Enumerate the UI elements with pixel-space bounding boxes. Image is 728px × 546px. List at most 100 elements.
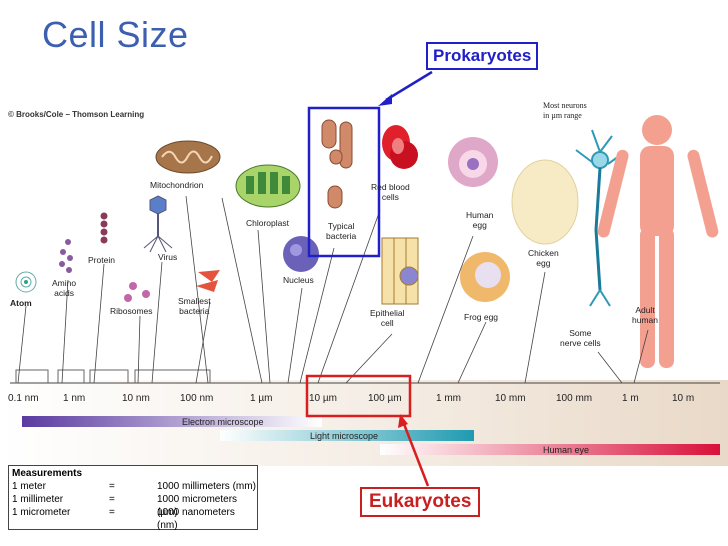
label-smallest-bacteria-line-2: bacteria <box>179 306 210 316</box>
measurements-box: Measurements 1 meter = 1000 millimeters … <box>8 465 258 531</box>
scale-tick: 100 nm <box>180 393 214 404</box>
label-epithelial-cell: Epithelial cell <box>370 308 405 328</box>
scale-tick: 10 mm <box>495 393 526 404</box>
measurement-unit: 1 micrometer <box>12 507 71 518</box>
measurement-value: 1000 millimeters (mm) <box>157 481 256 492</box>
label-typical-bacteria-line-1: Typical <box>327 221 355 231</box>
label-chicken-egg: Chicken egg <box>528 248 559 268</box>
label-mitochondrion: Mitochondrion <box>150 180 204 190</box>
electron-microscope-bar <box>22 416 322 427</box>
label-some-nerve-cells-line-2: nerve cells <box>560 338 601 348</box>
amino-acids-drawing <box>59 239 73 273</box>
light-microscope-label: Light microscope <box>310 431 379 441</box>
electron-microscope-label: Electron microscope <box>182 417 264 427</box>
label-amino-acids-line-2: acids <box>54 288 74 298</box>
measurement-value: 1000 micrometers (µm) <box>157 494 238 518</box>
prokaryotes-highlight-box <box>307 106 381 258</box>
measurement-equals: = <box>109 507 115 518</box>
measurement-unit: 1 millimeter <box>12 494 64 505</box>
chicken-egg-drawing <box>511 159 579 245</box>
label-smallest-bacteria: Smallest bacteria <box>178 296 211 316</box>
label-chloroplast: Chloroplast <box>246 218 289 228</box>
scale-tick: 1 m <box>622 393 639 404</box>
scale-tick: 100 µm <box>368 393 402 404</box>
eukaryotes-arrow <box>402 423 430 487</box>
smallest-bacteria-drawing <box>196 270 220 292</box>
label-typical-bacteria: Typical bacteria <box>326 221 356 241</box>
prokaryotes-arrow <box>385 70 433 102</box>
epithelial-cell-drawing <box>381 237 419 305</box>
prokaryotes-arrowhead <box>378 94 392 106</box>
measurement-unit: 1 meter <box>12 481 46 492</box>
measurement-equals: = <box>109 494 115 505</box>
page-title: Cell Size <box>42 14 189 55</box>
prokaryotes-callout: Prokaryotes <box>426 42 539 70</box>
label-virus: Virus <box>158 252 178 262</box>
eukaryotes-callout: Eukaryotes <box>360 487 481 517</box>
atom-drawing <box>15 271 37 293</box>
scale-tick: 0.1 nm <box>8 393 39 404</box>
label-red-blood-cells-line-1: Red blood <box>371 182 410 192</box>
label-epithelial-cell-line-2: cell <box>380 318 394 328</box>
label-adult-human-line-2: human <box>632 315 658 325</box>
label-red-blood-cells: Red blood cells <box>371 182 410 202</box>
measurement-row: 1 meter = 1000 millimeters (mm) <box>9 480 257 493</box>
scale-tick: 1 mm <box>436 393 461 404</box>
human-eye-bar <box>380 444 720 455</box>
label-smallest-bacteria-line-1: Smallest <box>178 296 211 306</box>
label-chicken-egg-line-2: egg <box>536 258 551 268</box>
human-egg-drawing <box>448 137 498 187</box>
pointer-lines <box>17 195 649 384</box>
ribosomes-drawing <box>124 282 150 302</box>
label-human-egg-line-1: Human <box>466 210 494 220</box>
label-adult-human: Adult human <box>632 305 658 325</box>
scale-tick: 1 nm <box>63 393 86 404</box>
typical-bacteria-drawing <box>321 119 353 209</box>
protein-drawing <box>100 212 108 244</box>
neuron-drawing <box>575 129 623 307</box>
light-microscope-bar <box>220 430 474 441</box>
copyright-credit: © Brooks/Cole – Thomson Learning <box>8 110 145 119</box>
label-protein: Protein <box>88 255 115 265</box>
eukaryotes-highlight-box <box>305 374 412 418</box>
frog-egg-drawing <box>460 252 510 302</box>
label-some-nerve-cells-line-1: Some <box>569 328 592 338</box>
measurement-row: 1 millimeter = 1000 micrometers (µm) <box>9 493 257 518</box>
neuron-note: Most neurons in µm range <box>543 101 587 121</box>
measurement-row: 1 micrometer = 1000 nanometers (nm) <box>9 506 257 531</box>
scale-tick: 100 mm <box>556 393 593 404</box>
label-ribosomes: Ribosomes <box>110 306 153 316</box>
label-epithelial-cell-line-1: Epithelial <box>370 308 405 318</box>
measurement-value: 1000 nanometers (nm) <box>157 507 235 531</box>
human-eye-label: Human eye <box>543 445 590 455</box>
virus-drawing <box>143 195 173 253</box>
eukaryotes-arrowhead <box>398 414 408 428</box>
label-amino-acids-line-1: Amino <box>52 278 77 288</box>
adult-human-drawing <box>597 115 719 368</box>
scale-tick: 10 µm <box>309 393 337 404</box>
label-red-blood-cells-line-2: cells <box>381 192 399 202</box>
label-atom: Atom <box>10 298 32 308</box>
scale-brackets <box>15 369 211 383</box>
label-human-egg-line-2: egg <box>472 220 487 230</box>
neuron-note-line-1: Most neurons <box>543 101 587 110</box>
measurement-equals: = <box>109 481 115 492</box>
label-frog-egg: Frog egg <box>464 312 499 322</box>
label-nucleus: Nucleus <box>283 275 314 285</box>
label-adult-human-line-1: Adult <box>635 305 655 315</box>
nucleus-drawing <box>283 236 319 272</box>
label-some-nerve-cells: Some nerve cells <box>560 328 601 348</box>
neuron-note-line-2: in µm range <box>543 111 582 120</box>
scale-tick: 10 m <box>672 393 695 404</box>
label-human-egg: Human egg <box>466 210 493 230</box>
scale-tick: 1 µm <box>250 393 273 404</box>
chloroplast-drawing <box>235 164 301 208</box>
label-typical-bacteria-line-2: bacteria <box>326 231 357 241</box>
mitochondrion-drawing <box>155 140 221 174</box>
measurements-heading: Measurements <box>12 468 83 479</box>
label-amino-acids: Amino acids <box>52 278 76 298</box>
label-chicken-egg-line-1: Chicken <box>528 248 559 258</box>
scale-tick: 10 nm <box>122 393 150 404</box>
red-blood-cells-drawing <box>382 125 418 169</box>
